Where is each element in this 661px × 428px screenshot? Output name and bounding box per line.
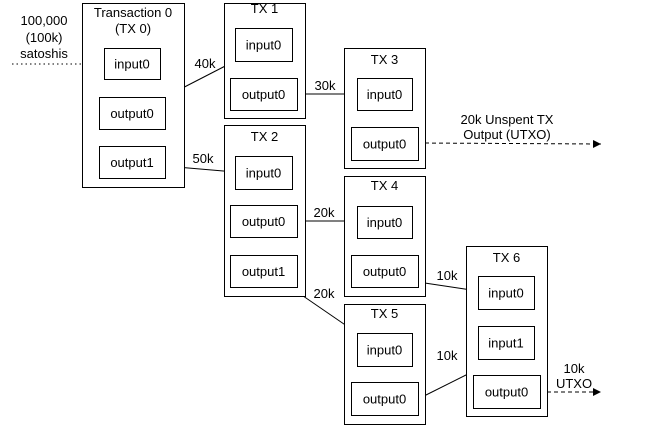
tx6-input1-label: input1 [488, 336, 523, 351]
tx4-output0-box [351, 255, 419, 288]
tx4-output0-label: output0 [363, 264, 406, 279]
source-amount-label: 100,000 [21, 13, 68, 28]
e-tx1-tx3-label: 30k [315, 78, 336, 93]
tx2-input0-label: input0 [246, 166, 281, 181]
tx3-input0-box [357, 78, 413, 111]
tx6-input0-box [478, 276, 535, 310]
tx0-input0-label: input0 [114, 57, 149, 72]
e-tx3-utxo-label: Output (UTXO) [463, 127, 550, 142]
tx2-output0-label: output0 [242, 214, 285, 229]
e-tx5-tx6-label: 10k [437, 348, 458, 363]
tx6-title: TX 6 [493, 250, 520, 265]
tx3-output0-label: output0 [363, 137, 406, 152]
source-amount-label: (100k) [26, 30, 63, 45]
tx0-output0-label: output0 [110, 106, 153, 121]
e-tx6-utxo-label: UTXO [556, 376, 592, 391]
e-tx0-tx1-label: 40k [195, 56, 216, 71]
tx2-output1-label: output1 [242, 264, 285, 279]
tx2-output1-box [230, 255, 298, 288]
tx2-output0-box [230, 205, 298, 238]
tx1-output0-box [230, 78, 298, 111]
tx4-input0-label: input0 [367, 215, 402, 230]
tx0-output1-box [99, 146, 166, 179]
tx0-output0-box [99, 97, 166, 130]
tx3-title: TX 3 [371, 52, 398, 67]
e-tx3-utxo-arrow [417, 139, 602, 148]
e-tx0-tx2-label: 50k [193, 151, 214, 166]
tx0-input0-box [104, 48, 161, 80]
tx4-title: TX 4 [371, 178, 398, 193]
tx3-input0-label: input0 [367, 87, 402, 102]
tx2-input0-box [235, 156, 293, 190]
tx1-output0-label: output0 [242, 87, 285, 102]
tx0-title: Transaction 0 [94, 5, 172, 20]
tx6-output0-box [473, 375, 541, 409]
tx5-input0-box [357, 333, 413, 367]
tx0-output1-label: output1 [110, 155, 153, 170]
tx5-output0-box [351, 382, 419, 416]
source-amount-label: satoshis [20, 46, 68, 61]
e-tx2-tx5-label: 20k [314, 286, 335, 301]
tx5-input0-label: input0 [367, 343, 402, 358]
tx6-input1-box [478, 326, 535, 360]
e-tx2-tx4-label: 20k [314, 205, 335, 220]
e-tx3-utxo-label: 20k Unspent TX [461, 112, 554, 127]
tx1-input0-label: input0 [246, 38, 281, 53]
tx5-title: TX 5 [371, 306, 398, 321]
tx2-title: TX 2 [251, 129, 278, 144]
tx1-input0-box [235, 28, 293, 62]
tx3-output0-box [351, 127, 419, 161]
e-tx4-tx6-label: 10k [437, 268, 458, 283]
tx6-output0-label: output0 [485, 385, 528, 400]
tx6-input0-label: input0 [488, 286, 523, 301]
tx5-output0-label: output0 [363, 392, 406, 407]
tx4-input0-box [357, 206, 413, 239]
tx0-title: (TX 0) [115, 21, 151, 36]
e-tx6-utxo-label: 10k [564, 361, 585, 376]
tx1-title: TX 1 [251, 1, 278, 16]
